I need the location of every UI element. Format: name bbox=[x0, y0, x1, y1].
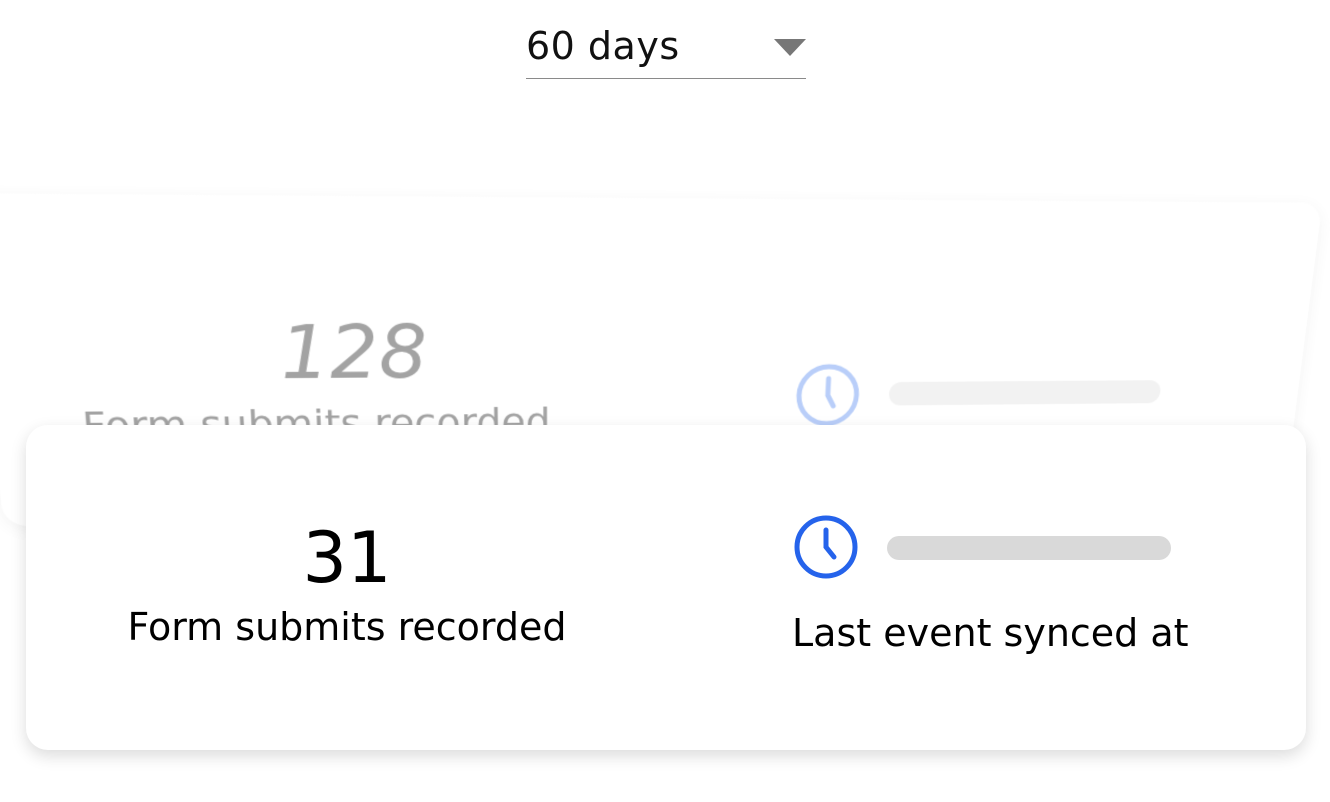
clock-icon bbox=[793, 514, 859, 580]
sync-time-placeholder bbox=[888, 380, 1161, 405]
form-submit-count: 31 bbox=[114, 517, 580, 599]
stats-card: 31 Form submits recorded Last event sync… bbox=[26, 425, 1306, 750]
previous-count: 128 bbox=[278, 308, 429, 395]
form-submit-label: Form submits recorded bbox=[114, 605, 580, 649]
sync-time-placeholder bbox=[887, 536, 1171, 560]
clock-icon bbox=[794, 363, 862, 428]
last-sync-label: Last event synced at bbox=[792, 611, 1189, 655]
